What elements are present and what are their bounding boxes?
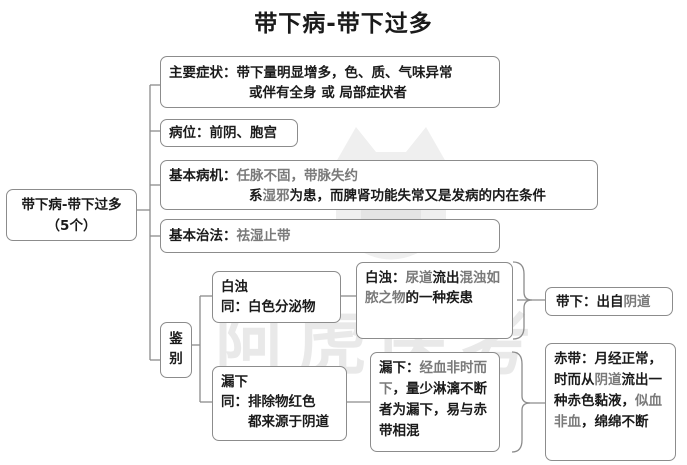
root-node: 带下病-带下过多 （5个） [6,189,137,241]
pathogenesis-line2-grey: 湿邪 [262,188,290,204]
baizhuo-detail-label: 白浊： [365,270,406,286]
location-node: 病位：前阴、胞宫 [160,119,298,147]
main-symptom-line1: 带下量明显增多，色、质、气味异常 [236,65,453,81]
daixia-node: 带下：出自阴道 [545,287,673,316]
location-text: 前阴、胞宫 [209,125,278,141]
chidai-grey2: 似血非血 [554,393,662,430]
baizhuo-title: 白浊 [221,279,248,295]
baizhuo-node: 白浊 同：白色分泌物 [212,271,341,323]
pathogenesis-line1: 任脉不固，带脉失约 [236,168,359,184]
treatment-node: 基本治法：祛湿止带 [160,219,500,253]
differentiation-char-1: 鉴 [169,331,183,347]
louxia-detail-node: 漏下：经血非时而下，量少淋漓不断者为漏下，易与赤带相混 [370,352,500,452]
main-symptom-line2: 或伴有全身 或 局部症状者 [249,85,407,101]
louxia-same-2: 都来源于阴道 [248,414,329,430]
treatment-text: 祛湿止带 [236,228,291,244]
baizhuo-detail-mid1: 流出 [432,270,460,286]
chidai-seg1: 月经正常，时而从 [554,351,662,388]
pathogenesis-line2-pre: 系 [249,188,263,204]
chidai-label: 赤带： [554,351,595,367]
daixia-label: 带下： [556,294,597,310]
differentiation-char-2: 别 [169,351,183,367]
baizhuo-detail-node: 白浊：尿道流出混浊如脓之物的一种疾患 [356,262,513,339]
root-title: 带下病-带下过多 [21,197,122,213]
main-symptom-label: 主要症状： [169,65,237,81]
page-title: 带下病-带下过多 [254,11,433,37]
chidai-seg3: ，绵绵不断 [581,414,649,430]
pathogenesis-line2-post: 为患，而脾肾功能失常又是发病的内在条件 [289,188,547,204]
pathogenesis-node: 基本病机：任脉不固，带脉失约 系湿邪为患，而脾肾功能失常又是发病的内在条件 [160,160,598,210]
root-count: （5个） [46,218,97,234]
daixia-grey: 阴道 [623,294,651,310]
main-symptom-node: 主要症状：带下量明显增多，色、质、气味异常 或伴有全身 或 局部症状者 [160,56,500,108]
chidai-grey1: 阴道 [594,372,622,388]
daixia-pre: 出自 [596,294,624,310]
louxia-node: 漏下 同：排除物红色 都来源于阴道 [212,366,347,441]
baizhuo-detail-grey1: 尿道 [405,270,433,286]
louxia-title: 漏下 [221,374,248,390]
chidai-node: 赤带：月经正常，时而从阴道流出一种赤色黏液，似血非血，绵绵不断 [545,343,676,461]
location-label: 病位： [169,125,210,141]
treatment-label: 基本治法： [169,228,237,244]
differentiation-node: 鉴 别 [160,322,192,378]
pathogenesis-label: 基本病机： [169,168,237,184]
chidai-seg2: 流出一种赤色黏液， [554,372,662,409]
louxia-detail-grey: 经血非时而下 [379,360,487,397]
louxia-detail-label: 漏下： [379,360,420,376]
baizhuo-same: 同：白色分泌物 [221,299,316,315]
baizhuo-detail-grey2: 混浊如脓之物 [365,270,500,306]
louxia-detail-rest: ，量少淋漓不断者为漏下，易与赤带相混 [379,381,487,439]
baizhuo-detail-mid2: 的一种疾患 [405,290,474,306]
louxia-same-1: 同：排除物红色 [221,394,316,410]
